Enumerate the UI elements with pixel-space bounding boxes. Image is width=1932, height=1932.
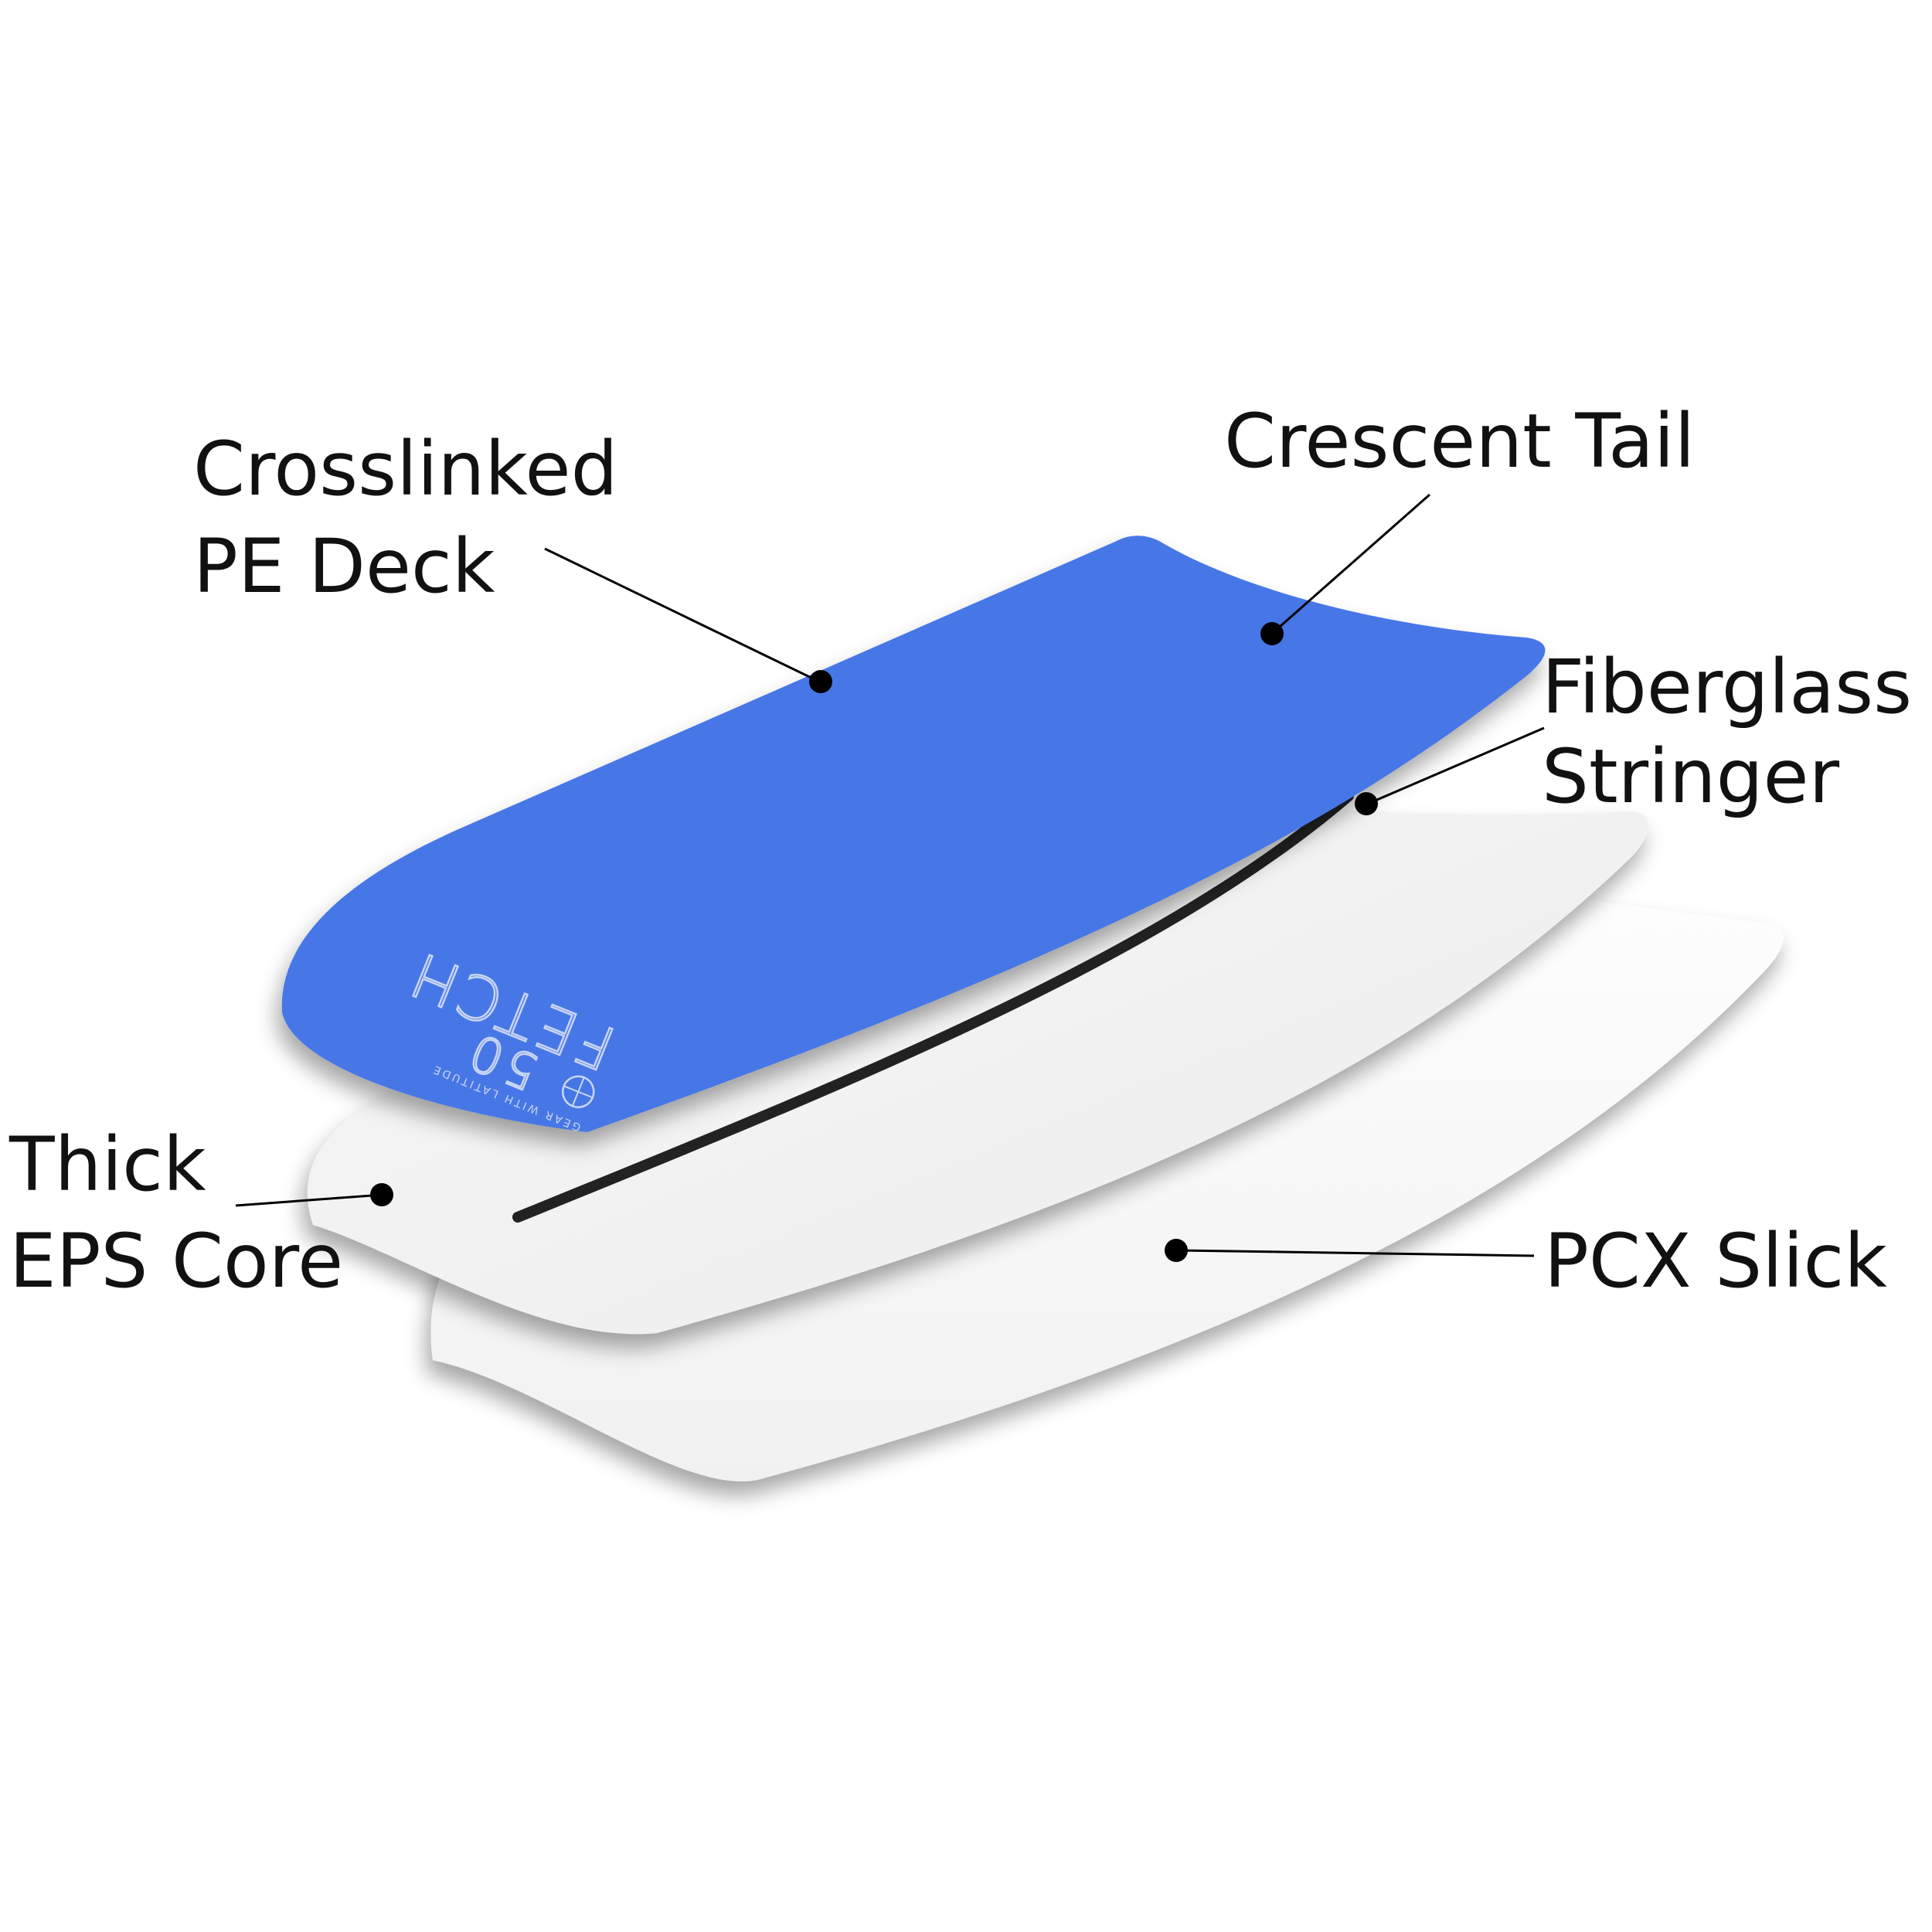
label-tail-line1: Crescent Tail	[1224, 398, 1695, 485]
fiberglass-stringer	[512, 791, 1354, 1223]
deck-leader-line	[544, 547, 820, 683]
label-deck-line2: PE Deck	[193, 523, 495, 610]
label-pcx-slick: PCX Slick	[1544, 1218, 1887, 1304]
eps-core-layer	[307, 777, 1648, 1335]
deck-leader-dot	[809, 670, 832, 693]
label-stringer-line1: Fiberglass	[1542, 644, 1912, 730]
stringer-leader-dot	[1355, 792, 1378, 815]
tail-leader-dot	[1260, 622, 1284, 645]
label-core-line2: EPS Core	[9, 1218, 343, 1304]
label-stringer-line2: Stringer	[1542, 733, 1840, 820]
pe-deck-layer	[281, 536, 1546, 1132]
label-core-line1: Thick	[9, 1121, 206, 1208]
tail-leader-line	[1273, 493, 1430, 634]
label-deck-line1: Crosslinked	[193, 426, 618, 512]
core-leader-dot	[370, 1183, 393, 1206]
slick-leader-dot	[1165, 1239, 1188, 1262]
label-crescent-tail: Crescent Tail	[1224, 398, 1695, 485]
label-thick-eps-core: Thick EPS Core	[9, 1121, 343, 1304]
globe-icon-equator	[571, 1077, 585, 1107]
slick-leader-line	[1178, 1249, 1535, 1257]
label-slick-line1: PCX Slick	[1544, 1218, 1887, 1304]
leader-lines	[235, 493, 1545, 1262]
label-crosslinked-pe-deck: Crosslinked PE Deck	[193, 426, 641, 610]
core-leader-line	[235, 1193, 383, 1207]
stringer-leader-line	[1367, 726, 1545, 805]
label-fiberglass-stringer: Fiberglass Stringer	[1542, 644, 1932, 820]
